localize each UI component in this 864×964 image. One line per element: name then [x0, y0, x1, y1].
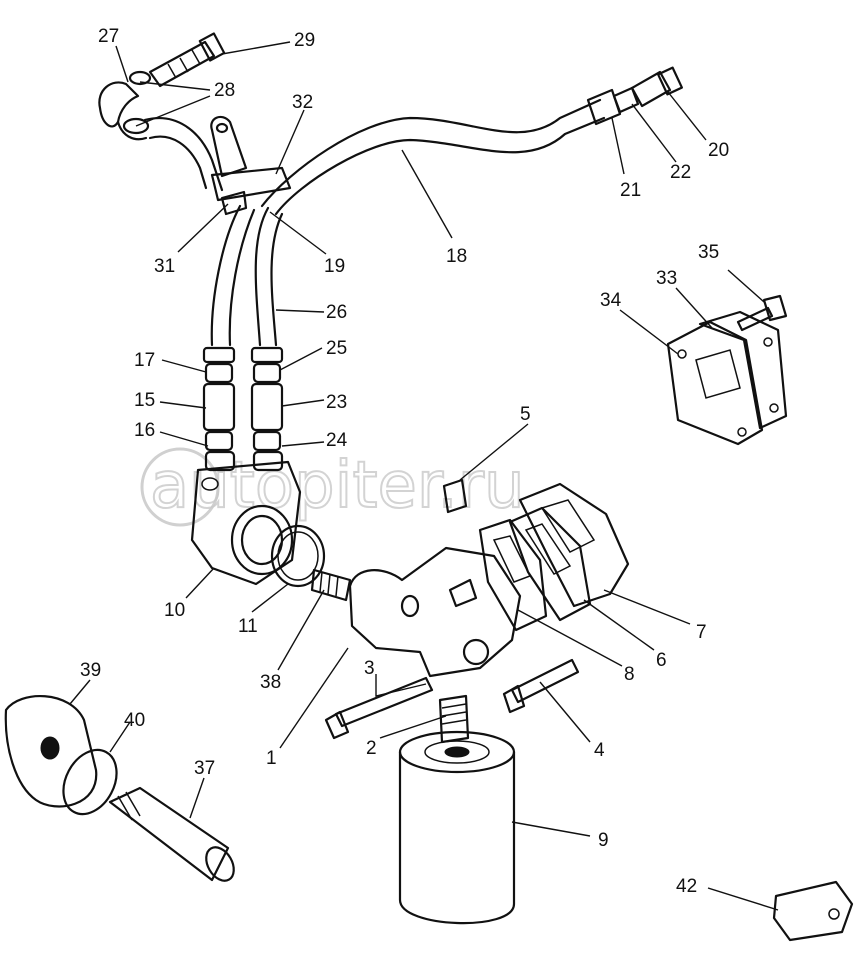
callout-33: 33 — [656, 268, 677, 289]
callout-37: 37 — [194, 758, 215, 779]
watermark: autopiter.ru — [140, 447, 526, 527]
callout-16: 16 — [134, 420, 155, 441]
callout-21: 21 — [620, 180, 641, 201]
callout-17: 17 — [134, 350, 155, 371]
callout-39: 39 — [80, 660, 101, 681]
filter-head-1 — [348, 546, 522, 678]
tube-26 — [210, 204, 284, 347]
connector-29 — [148, 32, 226, 88]
callout-42: 42 — [676, 876, 697, 897]
callout-25: 25 — [326, 338, 347, 359]
callout-28: 28 — [214, 80, 235, 101]
nut-25 — [250, 346, 284, 384]
callout-8: 8 — [624, 664, 635, 685]
callout-23: 23 — [326, 392, 347, 413]
bolt-31 — [220, 190, 248, 216]
callout-26: 26 — [326, 302, 347, 323]
callout-24: 24 — [326, 430, 348, 451]
adapter-6 — [508, 506, 592, 622]
sleeve-23 — [250, 382, 284, 432]
cooler-housing-10 — [190, 460, 302, 586]
leader-lines — [69, 41, 779, 911]
nipple-2 — [438, 694, 470, 744]
callout-27: 27 — [98, 26, 119, 47]
callout-15: 15 — [134, 390, 155, 411]
callout-19: 19 — [324, 256, 345, 277]
gasket-8 — [478, 518, 548, 632]
callout-1: 1 — [266, 748, 277, 769]
callout-32: 32 — [292, 92, 313, 113]
callout-3: 3 — [364, 658, 375, 679]
callout-5: 5 — [520, 404, 531, 425]
spring-38 — [310, 568, 352, 602]
callout-34: 34 — [600, 290, 622, 311]
hose-upper-left — [143, 117, 224, 192]
callout-20: 20 — [708, 140, 729, 161]
callout-2: 2 — [366, 738, 377, 759]
adapter-7 — [518, 482, 630, 608]
callout-22: 22 — [670, 162, 691, 183]
plug-37 — [108, 786, 235, 882]
tube-18 — [260, 98, 606, 216]
callout-labels: 27 29 28 32 20 22 21 31 19 18 35 33 34 2… — [80, 26, 729, 897]
callout-11: 11 — [238, 616, 258, 637]
callout-38: 38 — [260, 672, 281, 693]
nut-16 — [204, 430, 236, 472]
callout-29: 29 — [294, 30, 315, 51]
bolt-4 — [502, 658, 580, 714]
callout-4: 4 — [594, 740, 605, 761]
callout-35: 35 — [698, 242, 719, 263]
sleeve-15 — [202, 382, 236, 432]
cap-39 — [4, 694, 98, 808]
nut-24 — [252, 430, 284, 472]
bolt-35 — [736, 294, 788, 332]
fitting-22 — [612, 86, 640, 114]
callout-10: 10 — [164, 600, 185, 621]
callout-6: 6 — [656, 650, 667, 671]
cover-33 — [698, 310, 788, 430]
connector-20 — [630, 66, 683, 108]
clamp-28 — [122, 70, 152, 135]
callout-18: 18 — [446, 246, 467, 267]
o-ring-40 — [62, 748, 118, 816]
bracket-32 — [210, 115, 292, 202]
clip-42 — [772, 880, 854, 942]
callout-31: 31 — [154, 256, 175, 277]
seal-ring-11 — [270, 524, 326, 588]
nut-21 — [586, 88, 622, 126]
callout-9: 9 — [598, 830, 609, 851]
nut-5 — [442, 478, 468, 514]
bolt-3 — [324, 676, 434, 740]
callout-40: 40 — [124, 710, 145, 731]
callout-7: 7 — [696, 622, 707, 643]
oil-filter-9 — [398, 730, 516, 925]
gasket-34 — [666, 320, 764, 446]
nut-17 — [202, 346, 236, 384]
elbow-27 — [98, 81, 148, 141]
